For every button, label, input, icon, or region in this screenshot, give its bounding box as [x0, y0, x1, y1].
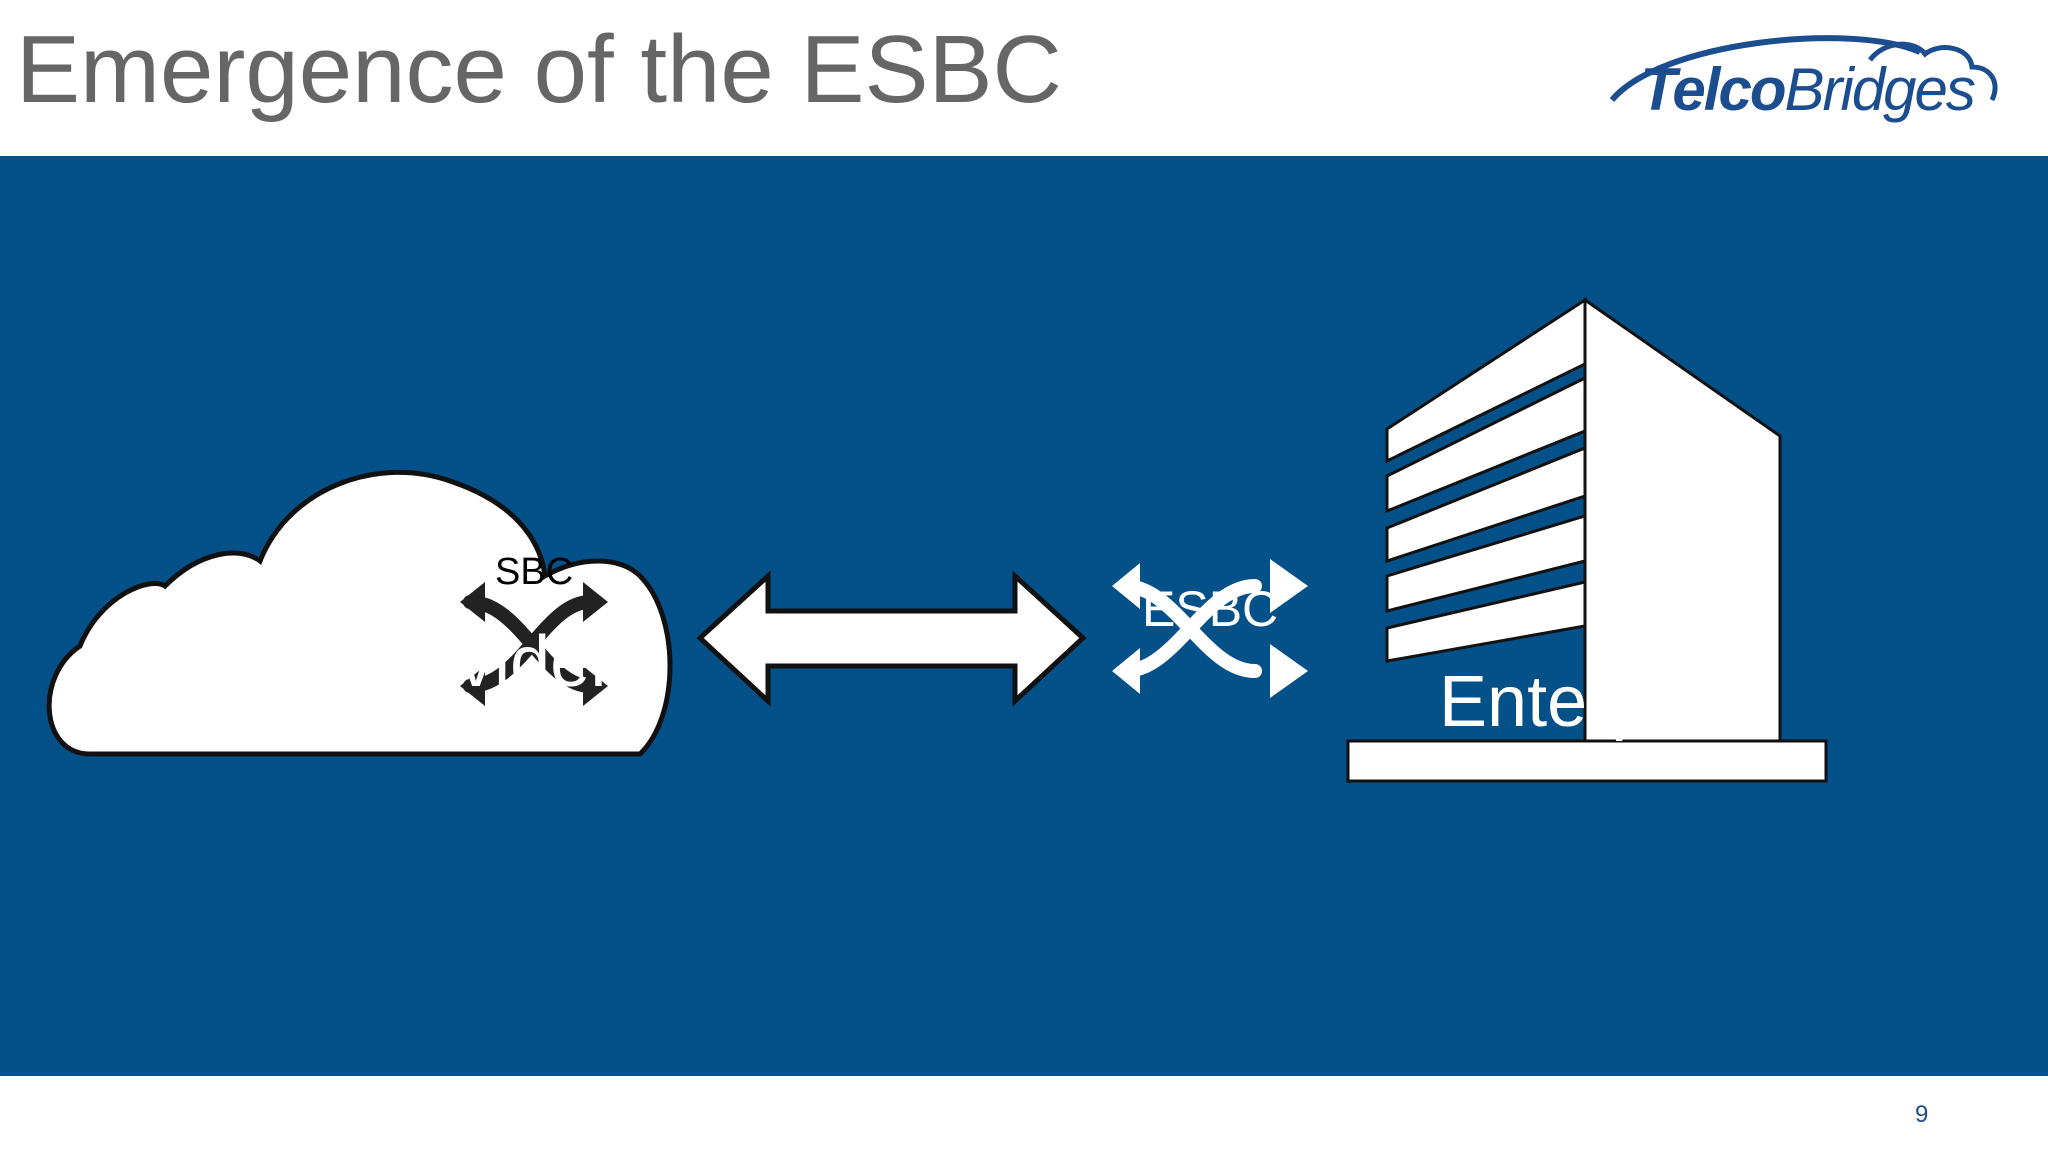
logo-swoosh	[1609, 35, 1998, 102]
double-arrow-icon	[696, 570, 1087, 707]
logo-wordmark-bold: Telco	[1640, 56, 1786, 123]
sbc-label: SBC	[495, 551, 574, 593]
logo-wordmark-light: Bridges	[1784, 56, 1975, 123]
logo-wordmark: TelcoBridges	[1640, 60, 1976, 120]
diagram-panel	[0, 156, 2048, 1076]
diagram-shapes	[46, 297, 1828, 783]
page-number: 9	[1915, 1101, 1929, 1128]
enterprise-label: Enterprise	[1439, 662, 1768, 742]
cloud-icon	[46, 469, 673, 757]
slide-title: Emergence of the ESBC	[16, 16, 1062, 123]
esbc-router-icon	[1112, 559, 1308, 698]
service-provider-label: Service Provider	[86, 622, 615, 702]
esbc-label: ESBC	[1142, 581, 1279, 637]
sbc-router-icon	[460, 582, 608, 706]
telcobridges-logo: TelcoBridges	[1600, 22, 2010, 142]
building-icon	[1346, 297, 1828, 783]
